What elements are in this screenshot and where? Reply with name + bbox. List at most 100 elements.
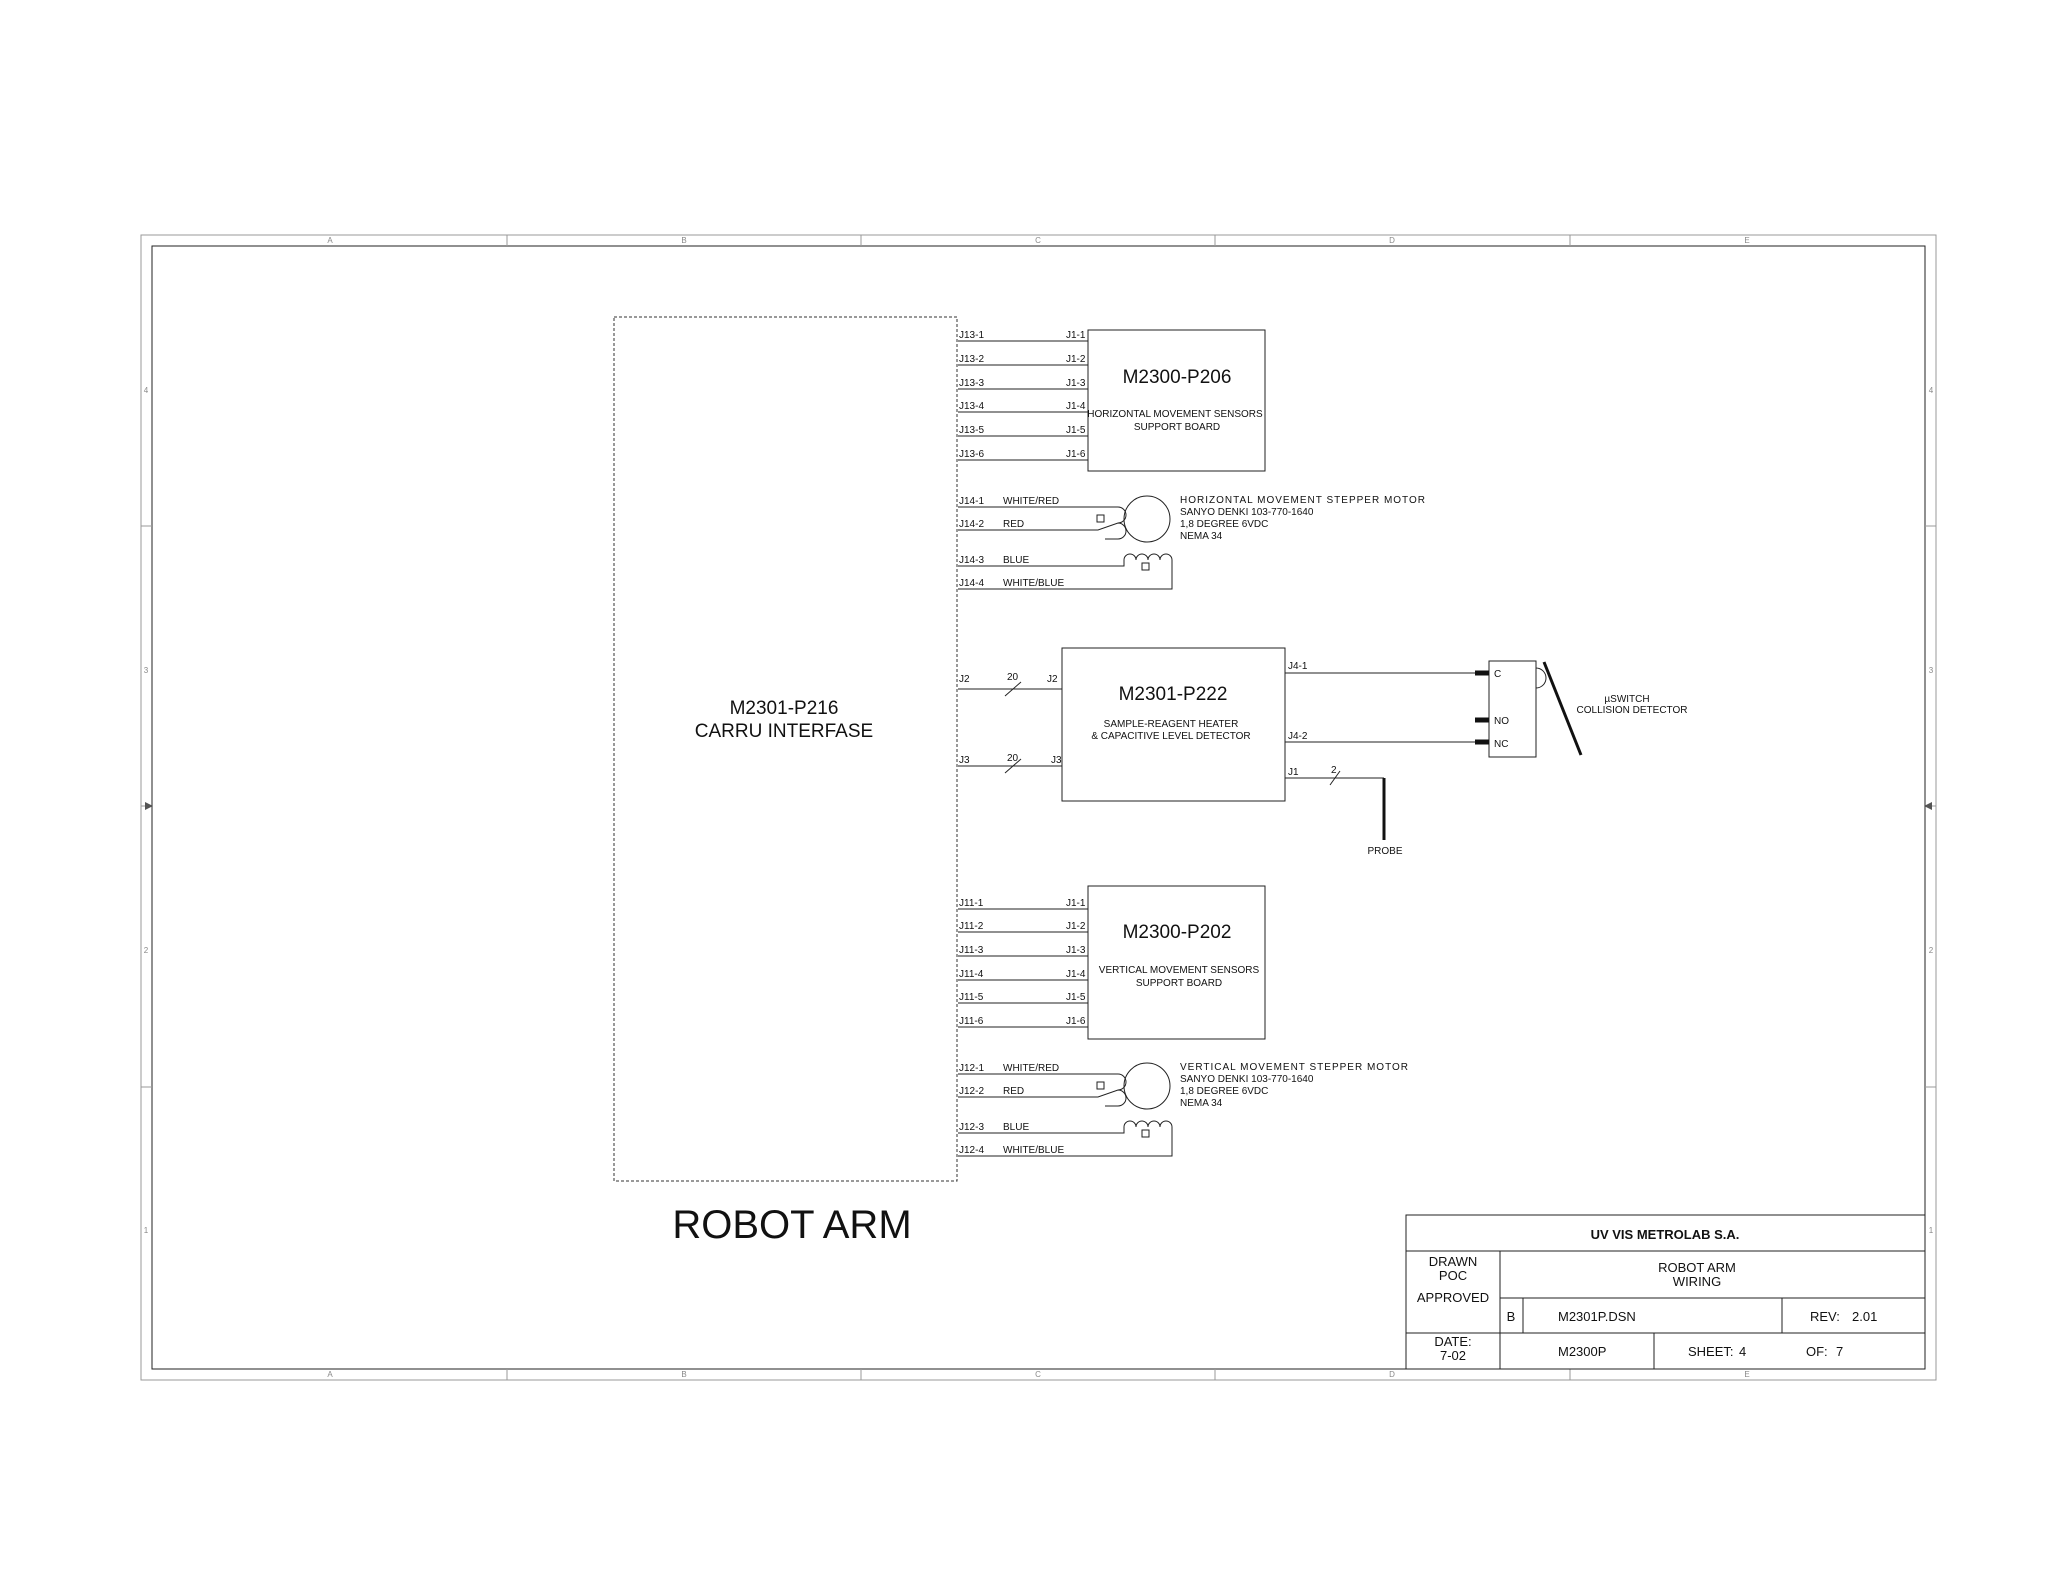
pin-label: J12-1 (959, 1063, 984, 1074)
pin-label: J1-1 (1066, 898, 1086, 909)
zone-row-label: 4 (144, 386, 149, 395)
wire-color-label: WHITE/RED (1003, 1063, 1059, 1074)
zone-row-label: 1 (1929, 1226, 1934, 1235)
wire-color-label: WHITE/BLUE (1003, 1145, 1064, 1156)
wire-color-label: WHITE/RED (1003, 496, 1059, 507)
motor-horizontal-symbol (1123, 495, 1171, 543)
zone-col-label: D (1389, 1370, 1395, 1379)
pin-label: J14-1 (959, 496, 984, 507)
pin-label: J13-6 (959, 449, 984, 460)
zone-col-label: A (327, 1370, 333, 1379)
zone-row-label: 4 (1929, 386, 1934, 395)
pin-label: J1 (1288, 767, 1299, 778)
tb-drawn-label: DRAWN (1429, 1254, 1478, 1269)
wire-color-label: WHITE/BLUE (1003, 578, 1064, 589)
zone-ticks (141, 235, 1936, 1380)
tb-file: M2301P.DSN (1558, 1309, 1636, 1324)
pin-label: J4-1 (1288, 661, 1308, 672)
motor-horizontal-desc4: NEMA 34 (1180, 531, 1223, 542)
pin-label: J1-5 (1066, 425, 1086, 436)
board-p206-name: M2300-P206 (1123, 367, 1232, 388)
wire-color-label: RED (1003, 519, 1024, 530)
bus-label: J3 (1051, 755, 1062, 766)
pin-label: J13-5 (959, 425, 984, 436)
board-p222-desc2: & CAPACITIVE LEVEL DETECTOR (1091, 731, 1250, 742)
motor-vertical-symbol (1123, 1062, 1171, 1110)
pin-label: J14-3 (959, 555, 984, 566)
zone-col-label: D (1389, 236, 1395, 245)
pin-label: J11-3 (959, 945, 984, 956)
motor-horizontal-group: J14-1 J14-2 J14-3 J14-4 WHITE/RED RED BL… (958, 495, 1426, 590)
pin-label: J1-2 (1066, 921, 1086, 932)
pin-label: J11-1 (959, 898, 984, 909)
tb-rev-value: 2.01 (1852, 1309, 1877, 1324)
pin-label: J13-3 (959, 378, 984, 389)
zone-col-label: E (1744, 236, 1749, 245)
center-mark-right (1924, 802, 1932, 810)
board-p222-desc1: SAMPLE-REAGENT HEATER (1104, 719, 1239, 730)
pin-label: J13-4 (959, 401, 984, 412)
microswitch-roller (1535, 667, 1547, 689)
motor-vertical-desc3: 1,8 DEGREE 6VDC (1180, 1086, 1268, 1097)
zone-col-label: C (1035, 236, 1041, 245)
board-p202-name: M2300-P202 (1123, 922, 1232, 943)
wire-color-label: BLUE (1003, 1122, 1029, 1133)
bus-label: J2 (959, 674, 970, 685)
microswitch-group: C NO NC µSWITCH COLLISION DETECTOR (1475, 660, 1687, 758)
pin-label: J12-2 (959, 1086, 984, 1097)
zone-col-label: C (1035, 1370, 1041, 1379)
bus-count: 2 (1331, 765, 1337, 776)
zone-row-label: 2 (144, 946, 149, 955)
title-block: UV VIS METROLAB S.A. DRAWN POC APPROVED … (1405, 1214, 1926, 1370)
tb-company: UV VIS METROLAB S.A. (1591, 1227, 1740, 1242)
pin-label: J1-6 (1066, 449, 1086, 460)
outer-frame (140, 234, 1937, 1381)
main-block-line2: CARRU INTERFASE (695, 721, 873, 742)
tb-date-label: DATE: (1434, 1334, 1471, 1349)
pin-label: J12-4 (959, 1145, 984, 1156)
zone-col-label: B (681, 1370, 686, 1379)
zone-row-label: 3 (144, 666, 149, 675)
tb-rev-label: REV: (1810, 1309, 1840, 1324)
center-mark-left (145, 802, 153, 810)
tb-of-label: OF: (1806, 1344, 1828, 1359)
board-p222-box (1061, 647, 1286, 802)
main-block-line1: M2301-P216 (730, 698, 839, 719)
switch-terminal-label: C (1494, 669, 1501, 680)
microswitch-body (1488, 660, 1537, 758)
pin-label: J14-2 (959, 519, 984, 530)
switch-terminal-label: NO (1494, 716, 1509, 727)
inner-border (151, 245, 1926, 1370)
pin-label: J11-6 (959, 1016, 984, 1027)
pin-label: J1-2 (1066, 354, 1086, 365)
tb-of-value: 7 (1836, 1344, 1843, 1359)
switch-terminal-label: NC (1494, 739, 1508, 750)
pin-label: J11-4 (959, 969, 984, 980)
tb-date-value: 7-02 (1440, 1348, 1466, 1363)
pin-label: J13-1 (959, 330, 984, 341)
motor-horizontal-desc1: HORIZONTAL MOVEMENT STEPPER MOTOR (1180, 495, 1426, 506)
tb-approved-label: APPROVED (1417, 1290, 1489, 1305)
microswitch-lever (1542, 661, 1583, 756)
pin-label: J1-5 (1066, 992, 1086, 1003)
tb-drawn-value: POC (1439, 1268, 1467, 1283)
bus-label: J2 (1047, 674, 1058, 685)
tb-title1: ROBOT ARM (1658, 1260, 1736, 1275)
board-p222-name: M2301-P222 (1119, 684, 1228, 705)
board-p222-outputs (1285, 672, 1475, 786)
board-p202-group: M2300-P202 VERTICAL MOVEMENT SENSORS SUP… (958, 885, 1266, 1040)
wire-color-label: BLUE (1003, 555, 1029, 566)
pin-label: J1-3 (1066, 945, 1086, 956)
board-p222-buses (958, 681, 1062, 774)
switch-label1: µSWITCH (1604, 694, 1649, 705)
board-p202-desc1: VERTICAL MOVEMENT SENSORS (1099, 965, 1260, 976)
board-p206-group: M2300-P206 HORIZONTAL MOVEMENT SENSORS S… (958, 329, 1266, 472)
zone-col-label: B (681, 236, 686, 245)
bus-count: 20 (1007, 672, 1019, 683)
zone-col-label: A (327, 236, 333, 245)
board-p206-box (1087, 329, 1266, 472)
pin-label: J1-3 (1066, 378, 1086, 389)
zone-row-label: 3 (1929, 666, 1934, 675)
tb-sheet-label: SHEET: (1688, 1344, 1734, 1359)
wire-color-label: RED (1003, 1086, 1024, 1097)
